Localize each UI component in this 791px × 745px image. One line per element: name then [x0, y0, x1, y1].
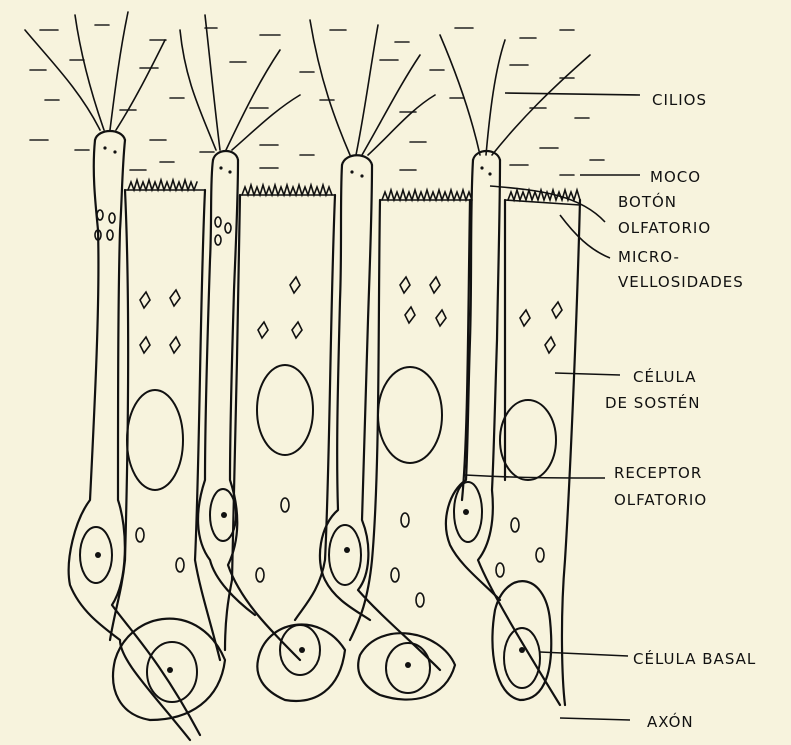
- labels: CILIOS MOCO BOTÓN OLFATORIO MICRO- VELLO…: [605, 91, 756, 731]
- label-celula-sosten-line2: DE SOSTÉN: [605, 393, 701, 412]
- label-celula-basal: CÉLULA BASAL: [633, 649, 756, 668]
- label-receptor-line1: RECEPTOR: [614, 464, 702, 482]
- label-micro-line1: MICRO-: [618, 248, 680, 266]
- label-cilios: CILIOS: [652, 91, 707, 109]
- cilia: [25, 12, 590, 155]
- label-receptor-line2: OLFATORIO: [614, 491, 707, 509]
- supporting-cell-nuclei: [127, 365, 556, 490]
- label-celula-sosten-line1: CÉLULA: [633, 367, 697, 386]
- label-moco: MOCO: [650, 168, 701, 186]
- label-boton-line1: BOTÓN: [618, 192, 677, 211]
- label-axon: AXÓN: [647, 712, 694, 731]
- supporting-cells: [110, 190, 580, 705]
- label-micro-line2: VELLOSIDADES: [618, 273, 744, 291]
- olfactory-receptors: [69, 131, 560, 740]
- label-boton-line2: OLFATORIO: [618, 219, 711, 237]
